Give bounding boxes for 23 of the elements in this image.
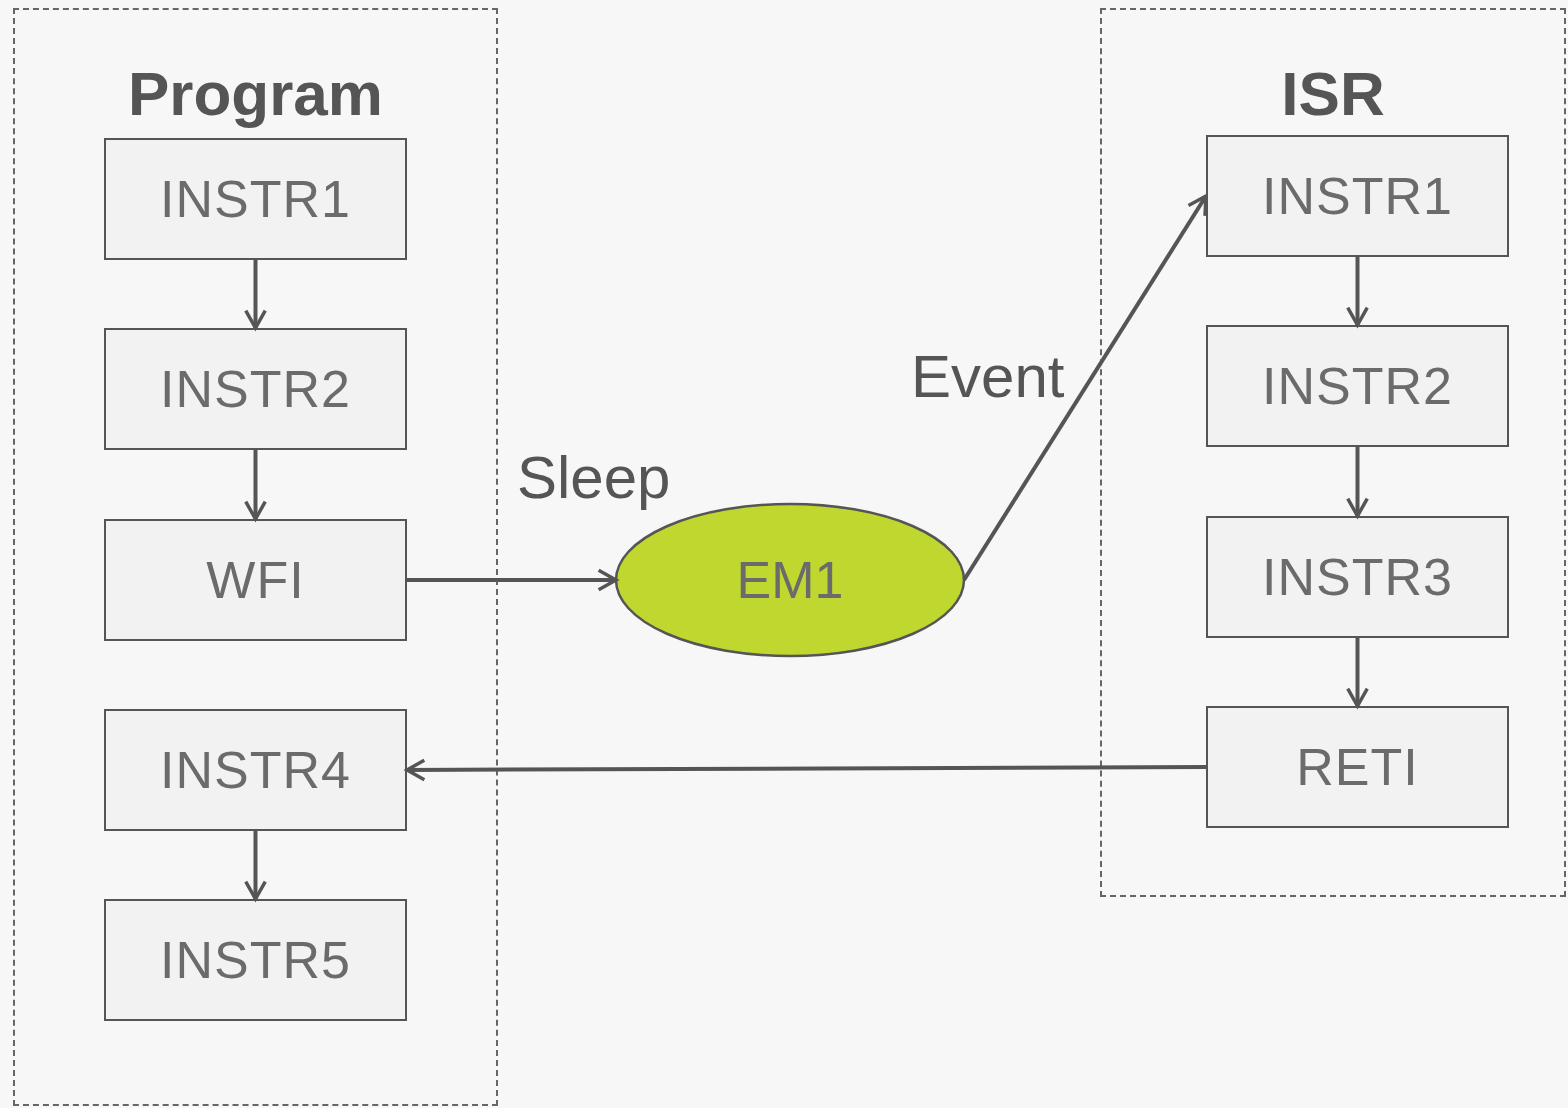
dashed-group-frame bbox=[1100, 8, 1566, 897]
instruction-box: INSTR1 bbox=[104, 138, 407, 260]
arrow bbox=[407, 568, 618, 592]
instruction-box: INSTR2 bbox=[1206, 325, 1509, 447]
group-title: ISR bbox=[1280, 58, 1386, 129]
state-label: EM1 bbox=[736, 550, 844, 610]
arrow bbox=[405, 758, 1206, 782]
instruction-box: INSTR3 bbox=[1206, 516, 1509, 638]
instruction-box: INSTR2 bbox=[104, 328, 407, 450]
instruction-box: WFI bbox=[104, 519, 407, 641]
instruction-box: INSTR5 bbox=[104, 899, 407, 1021]
dashed-group-frame bbox=[13, 8, 498, 1106]
arrow bbox=[1346, 257, 1369, 327]
group-title: Program bbox=[127, 58, 384, 129]
instruction-box: INSTR1 bbox=[1206, 135, 1509, 257]
arrow bbox=[1346, 638, 1369, 708]
instruction-box: RETI bbox=[1206, 706, 1509, 828]
arrow bbox=[244, 831, 267, 901]
instruction-box: INSTR4 bbox=[104, 709, 407, 831]
arrow bbox=[962, 194, 1208, 582]
arrow bbox=[244, 450, 267, 521]
arrow bbox=[244, 260, 267, 330]
arrow bbox=[1346, 447, 1369, 518]
